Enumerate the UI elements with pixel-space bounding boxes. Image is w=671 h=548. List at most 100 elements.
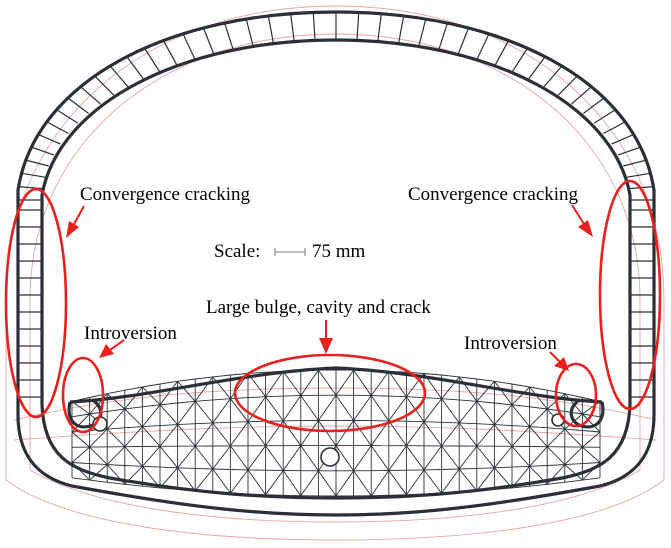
label-scale: Scale: (214, 241, 260, 262)
mesh-edge (89, 479, 108, 483)
mesh-edge (564, 463, 583, 466)
mesh-edge (195, 399, 213, 402)
mesh-edge (230, 421, 249, 447)
mesh-edge (265, 396, 284, 422)
mesh-edge (529, 426, 548, 429)
mesh-edge (546, 428, 566, 448)
mesh-edge (282, 371, 302, 396)
mesh-edge (282, 470, 302, 496)
mesh-edge (582, 477, 601, 481)
mesh-edge (124, 408, 143, 427)
mesh-edge (529, 406, 548, 410)
mesh-edge (142, 386, 161, 406)
mesh-edge (511, 386, 530, 406)
mesh-edge (458, 401, 478, 424)
reference-invert (5, 479, 665, 541)
mesh-edge (107, 464, 125, 466)
mesh-edge (265, 395, 284, 398)
lining-segment-joint (245, 19, 254, 47)
mesh-edge (459, 490, 477, 493)
mesh-edge (194, 468, 214, 492)
mesh-edge (476, 467, 495, 469)
mesh-edge (194, 422, 214, 447)
mesh-edge (124, 465, 143, 467)
mesh-edge (142, 383, 161, 388)
mesh-edge (194, 401, 214, 424)
mesh-edge (177, 423, 196, 426)
mesh-edge (388, 395, 407, 398)
mesh-edge (212, 422, 231, 447)
mesh-edge (547, 408, 565, 412)
mesh-edge (370, 395, 390, 422)
mesh-edge (71, 397, 90, 402)
mesh-edge (142, 425, 161, 428)
lining-segment-joint (127, 57, 144, 80)
mesh-edge (159, 487, 178, 490)
mesh-edge (476, 488, 495, 492)
mesh-edge (494, 446, 513, 469)
mesh-edge (159, 402, 178, 406)
mesh-edge (159, 380, 178, 385)
mesh-edge (441, 422, 460, 447)
mesh-edge (406, 469, 425, 495)
mesh-edge (494, 487, 513, 490)
mesh-edge (494, 424, 513, 427)
label-convergence-right: Convergence cracking (408, 184, 579, 205)
mesh-edge (212, 376, 231, 399)
mesh-edge (511, 426, 530, 447)
mesh-edge (230, 398, 249, 422)
label-introversion-left: Introversion (84, 323, 177, 344)
lining-segment-joint (37, 133, 61, 145)
mesh-edge (300, 445, 319, 472)
mesh-edge (388, 370, 407, 373)
lining-segment-joint (626, 172, 651, 178)
mesh-edge (441, 491, 460, 494)
mesh-edge (159, 404, 178, 425)
mesh-edge (282, 395, 302, 422)
mesh-edge (476, 401, 495, 425)
mesh-edge (511, 404, 530, 408)
mesh-edge (159, 446, 178, 469)
mesh-edge (511, 465, 530, 468)
mesh-edge (247, 420, 266, 423)
lining-segment-joint (571, 86, 591, 105)
mesh-edge (106, 408, 126, 430)
mesh-edge (195, 422, 213, 425)
mesh-edge (529, 465, 548, 467)
mesh-edge (459, 376, 477, 380)
mesh-edge (582, 397, 601, 402)
right-introversion-ellipse (554, 362, 598, 428)
lining-segment-joint (290, 13, 295, 42)
lining-segment-joint (81, 86, 101, 105)
mesh-edge (582, 430, 601, 433)
arrow-right-introversion-line (549, 351, 561, 363)
mesh-edge (494, 466, 513, 469)
mesh-edge (441, 398, 460, 424)
mesh-edge (247, 396, 266, 422)
mesh-edge (247, 469, 266, 495)
mesh-edge (177, 467, 196, 469)
lining-segment-joint (418, 19, 427, 47)
mesh-edge (212, 398, 231, 424)
mesh-edge (124, 406, 143, 410)
bulge-ellipse (233, 353, 427, 433)
mesh-edge (371, 370, 389, 372)
lining-segment-joint (397, 16, 405, 44)
left-corner-curl (67, 398, 103, 429)
lining-segment-joint (494, 41, 509, 66)
mesh-edge (265, 370, 284, 373)
mesh-edge (582, 462, 601, 481)
mesh-edge (370, 371, 390, 396)
mesh-edge (388, 371, 407, 397)
lining-segment-joint (95, 76, 115, 96)
mesh-edge (459, 422, 477, 425)
damage-markers (4, 179, 662, 434)
mesh-edge (529, 426, 548, 447)
mesh-edge (459, 399, 477, 402)
mesh-edge (177, 467, 196, 492)
mesh-edge (547, 464, 565, 466)
mesh-edge (546, 464, 566, 485)
mesh-edge (212, 468, 231, 470)
mesh-edge (494, 380, 513, 385)
mesh-edge (177, 378, 196, 382)
